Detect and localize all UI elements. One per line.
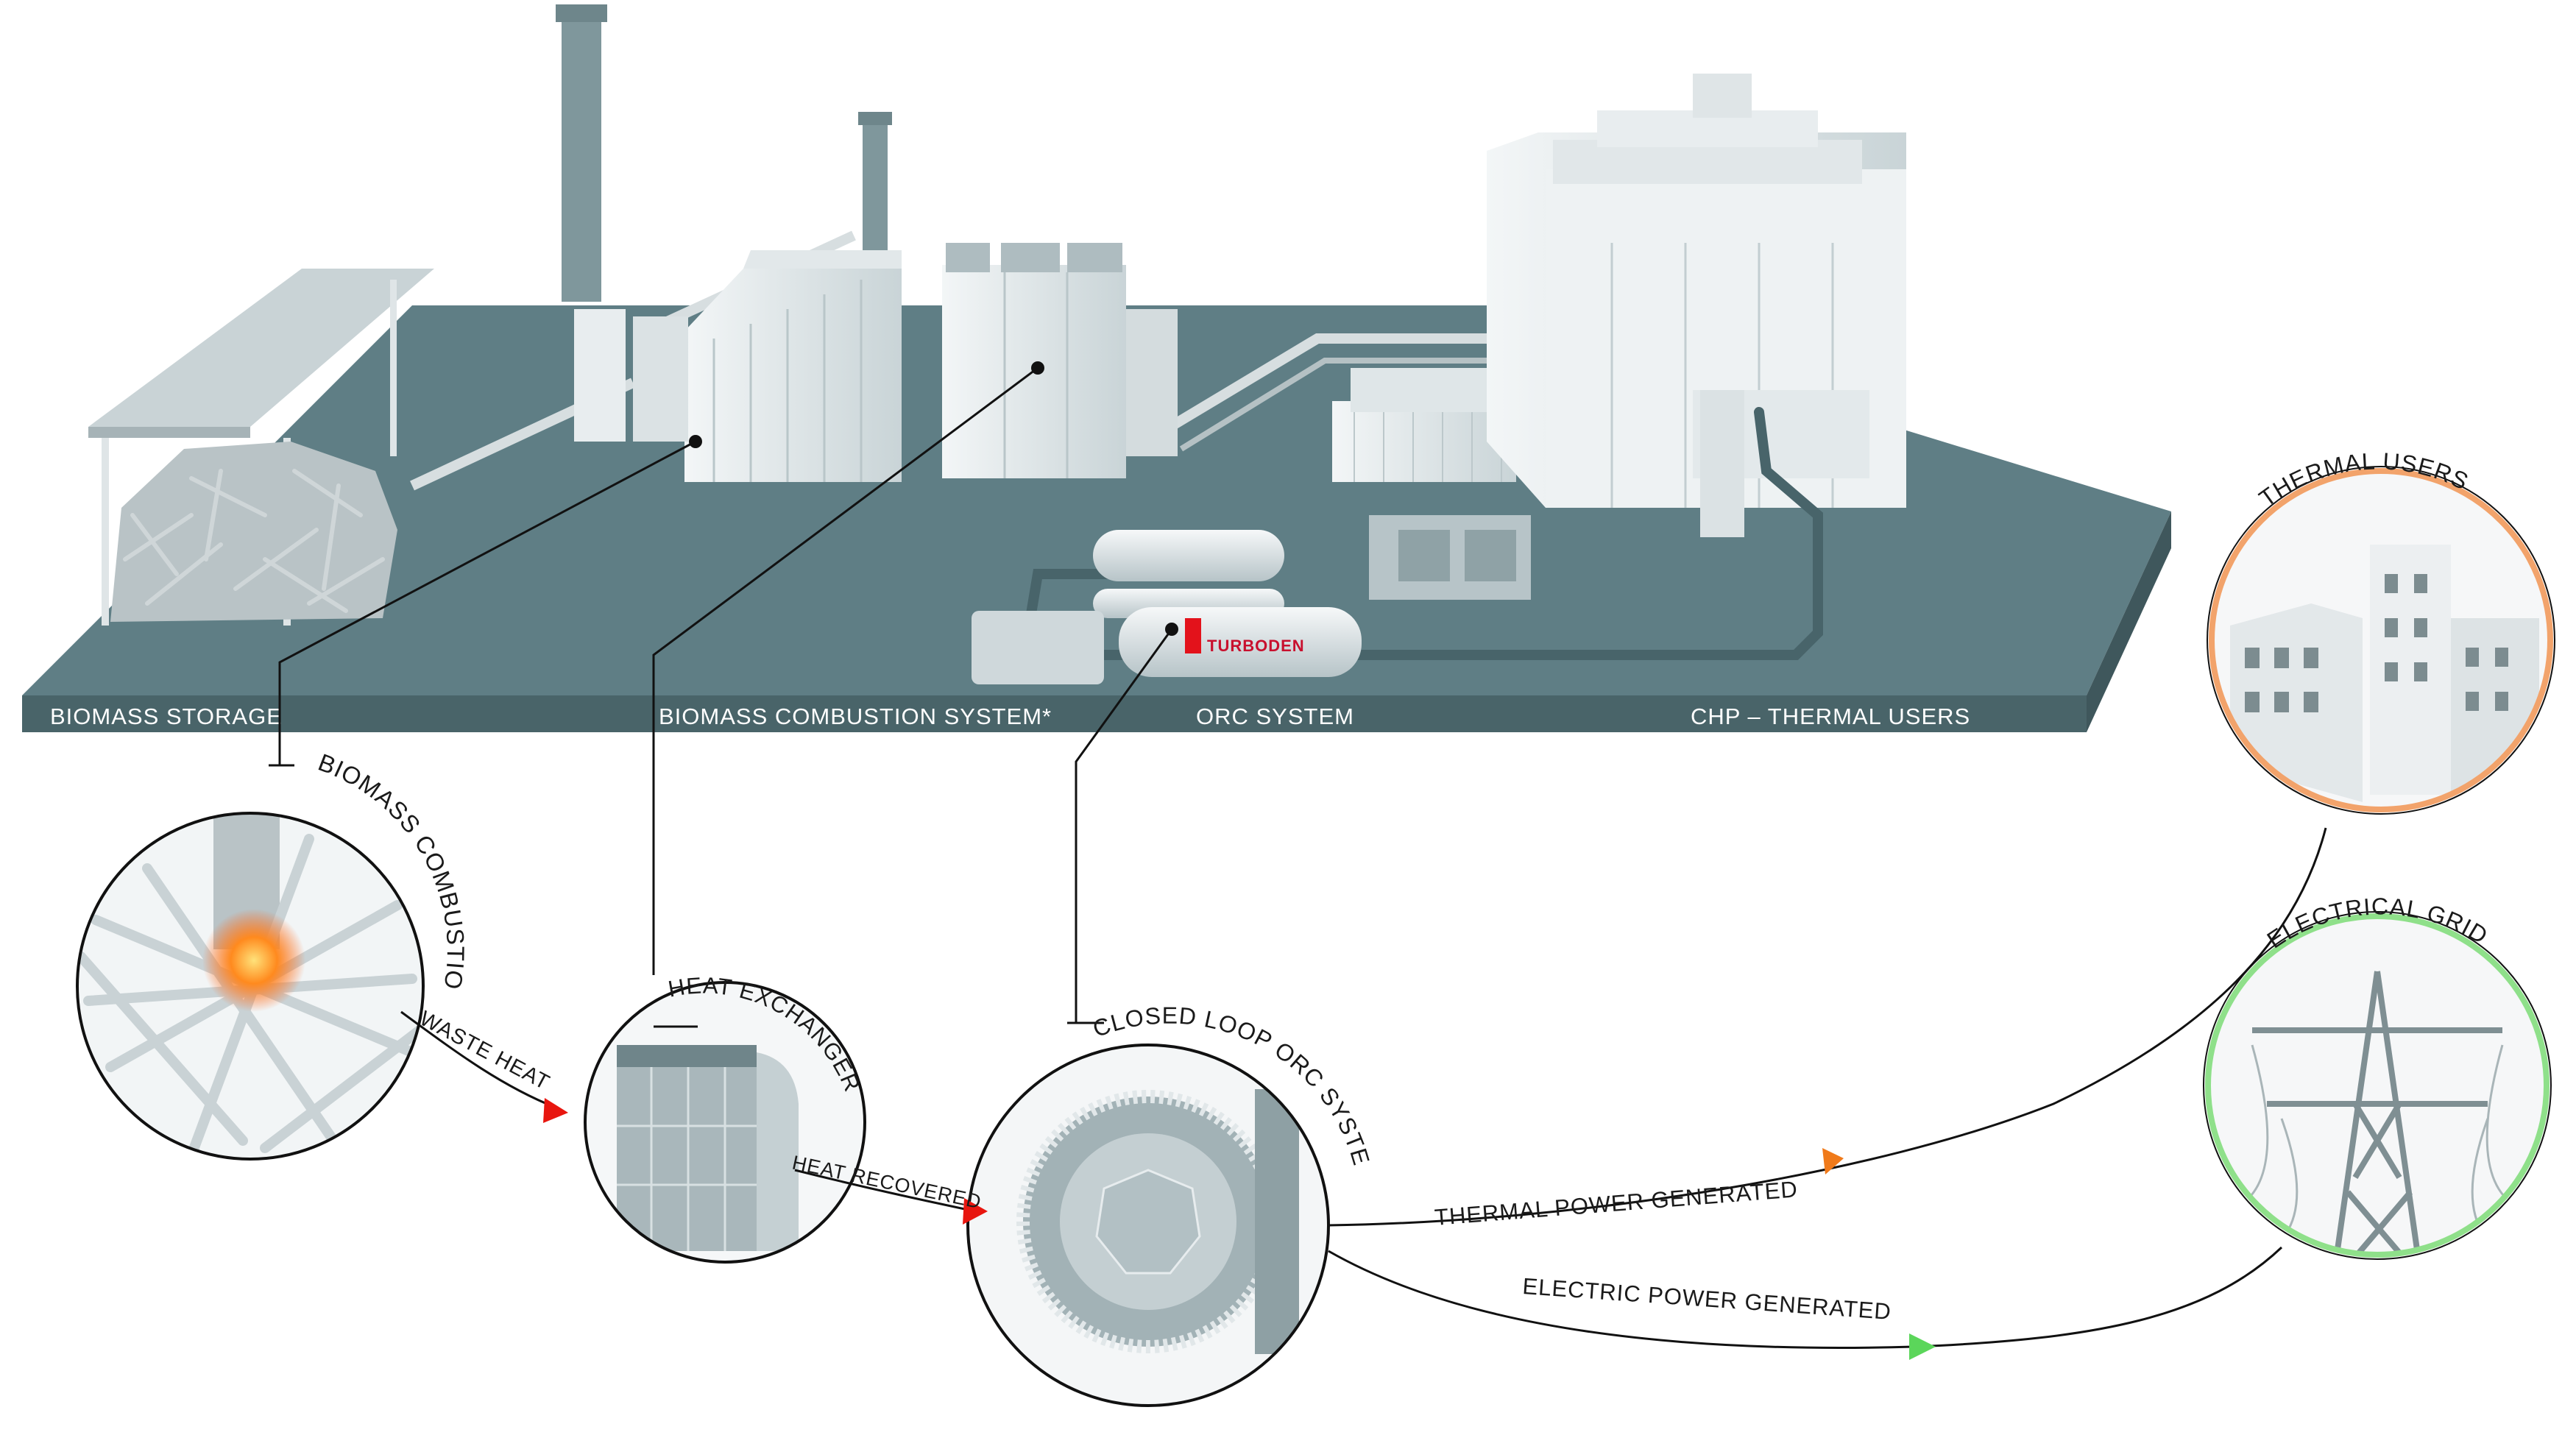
filter-building: [942, 243, 1178, 478]
platform-front-face: [22, 695, 2087, 732]
arrow-heat-recovered: [963, 1198, 988, 1225]
platform-side-face: [2087, 511, 2171, 732]
arrow-waste-heat: [543, 1098, 568, 1123]
orc-units: TURBODEN: [972, 515, 1531, 684]
label-thermal-power: THERMAL POWER GENERATED: [1434, 1176, 1799, 1230]
callout-dot-orc: [1165, 623, 1178, 636]
pipeline-loop: [1025, 407, 1823, 660]
callout-dot-filter: [1031, 361, 1044, 375]
combustion-building: [574, 250, 902, 482]
label-combustion-system: BIOMASS COMBUSTION SYSTEM*: [659, 704, 1052, 729]
biomass-combustion-circle: [76, 812, 425, 1161]
heat-exchanger-circle: [584, 981, 866, 1264]
chp-building: [1487, 74, 1906, 537]
thermal-users-circle: [2207, 466, 2555, 815]
callout-dot-combustion: [689, 435, 702, 448]
leader-lines: [269, 366, 1173, 1023]
label-waste-heat: WASTE HEAT: [416, 1007, 553, 1095]
label-chp-thermal-users: CHP – THERMAL USERS: [1691, 704, 1970, 729]
turboden-brand-label: TURBODEN: [1207, 637, 1305, 655]
arrow-electric: [1909, 1333, 1936, 1360]
label-orc-system: ORC SYSTEM: [1196, 704, 1354, 729]
label-electric-power: ELECTRIC POWER GENERATED: [1522, 1273, 1892, 1325]
flow-lines: [400, 827, 2327, 1349]
closed-loop-orc-circle: [966, 1021, 1330, 1407]
biomass-storage-shed: [88, 269, 434, 626]
electrical-grid-circle: [2203, 911, 2552, 1260]
label-biomass-storage: BIOMASS STORAGE: [50, 704, 283, 729]
arrow-thermal: [1822, 1148, 1844, 1175]
wood-chip-pile: [110, 442, 397, 622]
